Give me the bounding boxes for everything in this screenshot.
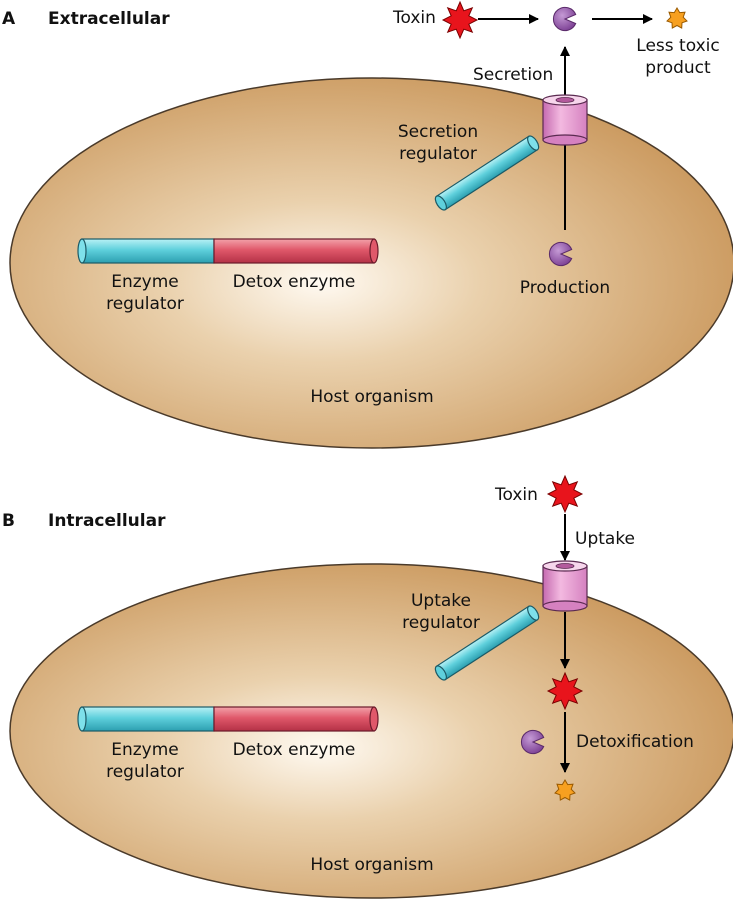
enzyme-regulator-label-a: Enzyme [111, 272, 179, 292]
detox-enzyme-label-b: Detox enzyme [233, 740, 356, 760]
secretion-regulator-label-2: regulator [399, 144, 477, 164]
secretion-regulator-label: Secretion [398, 122, 478, 142]
toxin-label-b: Toxin [494, 485, 538, 505]
product-label-a: Less toxic [636, 36, 719, 56]
enzyme-regulator-segment [81, 238, 215, 264]
toxin-star-icon [441, 0, 479, 40]
enzyme-regulator-segment [81, 706, 215, 732]
transporter-channel-icon [542, 560, 588, 612]
panel-b: B Intracellular Toxin Uptake Uptake regu… [2, 474, 733, 899]
toxin-star-icon [546, 671, 584, 711]
panel-a: A Extracellular Toxin Less toxic product… [2, 0, 733, 449]
panel-a-title: Extracellular [48, 9, 170, 29]
enzyme-pacman-icon [552, 6, 577, 32]
detoxification-label: Detoxification [576, 732, 694, 752]
host-organism-label-b: Host organism [310, 855, 433, 875]
uptake-regulator-label-2: regulator [402, 613, 480, 633]
enzyme-regulator-label-b-2: regulator [106, 762, 184, 782]
panel-b-title: Intracellular [48, 511, 166, 531]
toxin-star-icon [546, 474, 584, 514]
toxin-label-a: Toxin [392, 8, 436, 28]
secretion-regulator-gene [434, 135, 540, 211]
enzyme-pacman-icon [548, 241, 573, 267]
detox-enzyme-segment [213, 706, 375, 732]
enzyme-pacman-icon [520, 729, 545, 755]
detox-enzyme-segment [213, 238, 375, 264]
uptake-regulator-gene [434, 605, 540, 681]
uptake-regulator-label: Uptake [411, 591, 471, 611]
product-star-icon [666, 7, 688, 29]
production-label: Production [520, 278, 610, 298]
gene-bar-b [77, 706, 379, 732]
uptake-label: Uptake [575, 529, 635, 549]
detox-enzyme-label-a: Detox enzyme [233, 272, 356, 292]
host-organism-label-a: Host organism [310, 387, 433, 407]
panel-b-letter: B [2, 511, 15, 531]
panel-a-letter: A [2, 9, 16, 29]
product-label-a-2: product [645, 58, 711, 78]
gene-bar-a [77, 238, 379, 264]
product-star-icon [554, 779, 576, 801]
enzyme-regulator-label-b: Enzyme [111, 740, 179, 760]
secretion-label: Secretion [473, 65, 553, 85]
enzyme-regulator-label-a-2: regulator [106, 294, 184, 314]
transporter-channel-icon [542, 94, 588, 146]
